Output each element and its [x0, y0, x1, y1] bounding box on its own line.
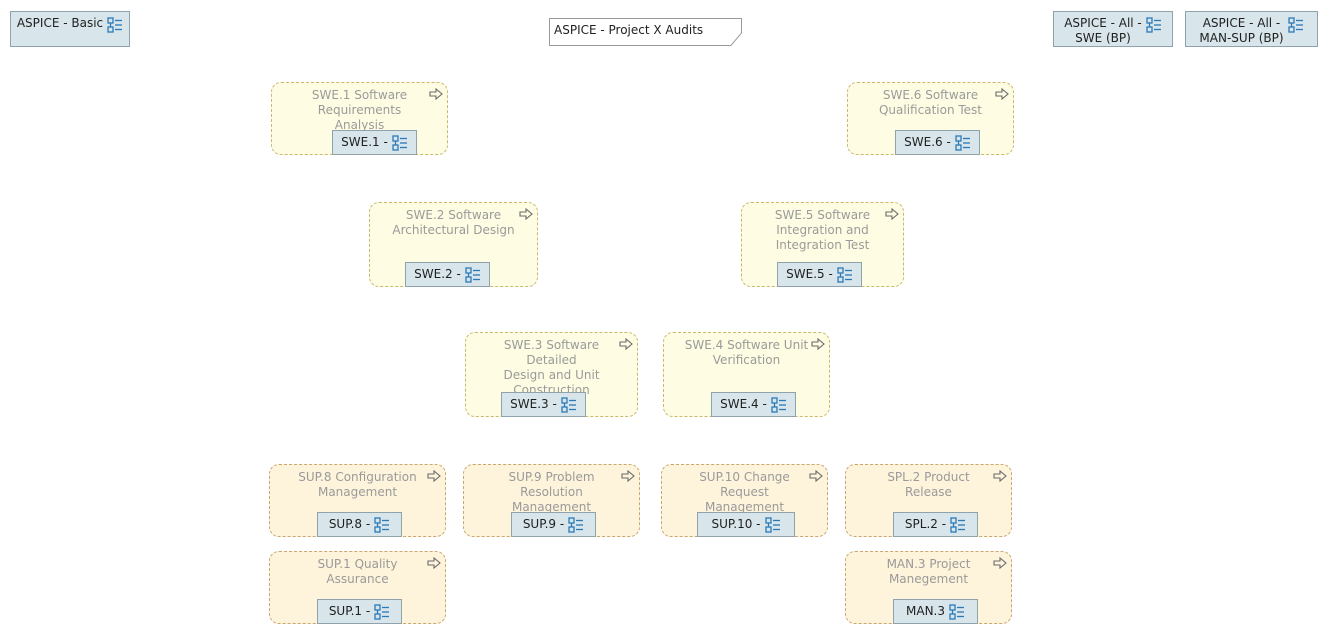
diagram-link-icon — [764, 516, 781, 533]
process-id: SWE.5 - — [786, 267, 833, 281]
process-title: SPL.2 Product Release — [887, 470, 970, 499]
process-title: SWE.5 Software Integration and Integrati… — [774, 208, 871, 252]
spl2-link-button[interactable]: SPL.2 - — [893, 512, 978, 537]
process-title: SUP.8 Configuration Management — [298, 470, 417, 499]
process-swe3[interactable]: SWE.3 Software Detailed Design and Unit … — [465, 332, 638, 417]
diagram-link-icon — [1287, 17, 1304, 33]
diagram-link-icon — [374, 603, 390, 620]
aspice-all-man-sup-button[interactable]: ASPICE - All - MAN-SUP (BP) — [1185, 11, 1318, 47]
diagram-link-icon — [949, 603, 965, 620]
process-id: SUP.9 - — [522, 517, 565, 531]
process-id: SWE.3 - — [510, 397, 557, 411]
process-sup1[interactable]: SUP.1 Quality Assurance SUP.1 - — [269, 551, 446, 624]
diagram-link-icon — [955, 134, 971, 151]
swe4-link-button[interactable]: SWE.4 - — [711, 392, 796, 417]
navigate-arrow-icon[interactable] — [993, 557, 1007, 569]
aspice-all-swe-label: ASPICE - All - SWE (BP) — [1064, 16, 1142, 45]
diagram-title-note: ASPICE - Project X Audits — [549, 18, 742, 46]
process-id: SWE.4 - — [720, 397, 767, 411]
process-swe4[interactable]: SWE.4 Software Unit Verification SWE.4 - — [663, 332, 830, 417]
diagram-link-icon — [392, 134, 408, 151]
process-swe5[interactable]: SWE.5 Software Integration and Integrati… — [741, 202, 904, 287]
sup1-link-button[interactable]: SUP.1 - — [317, 599, 402, 624]
process-id: SWE.2 - — [414, 267, 461, 281]
navigate-arrow-icon[interactable] — [993, 470, 1007, 482]
process-title: SWE.6 Software Qualification Test — [878, 88, 982, 117]
diagram-link-icon — [950, 516, 966, 533]
diagram-link-icon — [771, 396, 787, 413]
process-swe2[interactable]: SWE.2 Software Architectural Design SWE.… — [369, 202, 538, 287]
navigate-arrow-icon[interactable] — [809, 470, 823, 482]
navigate-arrow-icon[interactable] — [621, 470, 635, 482]
swe6-link-button[interactable]: SWE.6 - — [895, 130, 980, 155]
process-title: SWE.2 Software Architectural Design — [392, 208, 515, 237]
diagram-link-icon — [374, 516, 390, 533]
process-spl2[interactable]: SPL.2 Product Release SPL.2 - — [845, 464, 1012, 537]
navigate-arrow-icon[interactable] — [427, 557, 441, 569]
process-id: SWE.1 - — [341, 135, 388, 149]
navigate-arrow-icon[interactable] — [995, 88, 1009, 100]
navigate-arrow-icon[interactable] — [427, 470, 441, 482]
process-sup10[interactable]: SUP.10 Change Request Management SUP.10 … — [661, 464, 828, 537]
diagram-link-icon — [837, 266, 853, 283]
process-id: MAN.3 — [906, 604, 945, 618]
diagram-link-icon — [465, 266, 481, 283]
process-title: SWE.3 Software Detailed Design and Unit … — [503, 338, 600, 397]
process-title: SWE.1 Software Requirements Analysis — [311, 88, 408, 132]
diagram-title: ASPICE - Project X Audits — [554, 23, 704, 37]
process-title: SUP.1 Quality Assurance — [317, 557, 398, 586]
sup9-link-button[interactable]: SUP.9 - — [511, 512, 596, 537]
man3-link-button[interactable]: MAN.3 — [893, 599, 978, 624]
process-sup9[interactable]: SUP.9 Problem Resolution Management SUP.… — [463, 464, 640, 537]
process-id: SWE.6 - — [904, 135, 951, 149]
navigate-arrow-icon[interactable] — [619, 338, 633, 350]
aspice-all-man-sup-label: ASPICE - All - MAN-SUP (BP) — [1199, 16, 1284, 45]
diagram-link-icon — [561, 396, 577, 413]
swe2-link-button[interactable]: SWE.2 - — [405, 262, 490, 287]
swe5-link-button[interactable]: SWE.5 - — [777, 262, 862, 287]
process-swe6[interactable]: SWE.6 Software Qualification Test SWE.6 … — [847, 82, 1014, 155]
sup8-link-button[interactable]: SUP.8 - — [317, 512, 402, 537]
navigate-arrow-icon[interactable] — [885, 208, 899, 220]
process-id: SPL.2 - — [904, 517, 947, 531]
diagram-link-icon — [107, 17, 123, 33]
aspice-all-swe-button[interactable]: ASPICE - All - SWE (BP) — [1053, 11, 1173, 47]
aspice-basic-label: ASPICE - Basic — [16, 16, 104, 30]
aspice-basic-button[interactable]: ASPICE - Basic — [10, 11, 130, 47]
process-title: SWE.4 Software Unit Verification — [684, 338, 809, 367]
navigate-arrow-icon[interactable] — [429, 88, 443, 100]
process-man3[interactable]: MAN.3 Project Manegement MAN.3 — [845, 551, 1012, 624]
process-title: SUP.10 Change Request Management — [699, 470, 790, 514]
diagram-link-icon — [568, 516, 584, 533]
navigate-arrow-icon[interactable] — [811, 338, 825, 350]
process-swe1[interactable]: SWE.1 Software Requirements Analysis SWE… — [271, 82, 448, 155]
process-sup8[interactable]: SUP.8 Configuration Management SUP.8 - — [269, 464, 446, 537]
sup10-link-button[interactable]: SUP.10 - — [697, 512, 795, 537]
diagram-link-icon — [1146, 17, 1162, 33]
process-id: SUP.10 - — [711, 517, 761, 531]
swe3-link-button[interactable]: SWE.3 - — [501, 392, 586, 417]
process-title: SUP.9 Problem Resolution Management — [508, 470, 595, 514]
process-title: MAN.3 Project Manegement — [886, 557, 971, 586]
process-id: SUP.1 - — [328, 604, 371, 618]
process-id: SUP.8 - — [328, 517, 371, 531]
swe1-link-button[interactable]: SWE.1 - — [332, 130, 417, 155]
navigate-arrow-icon[interactable] — [519, 208, 533, 220]
